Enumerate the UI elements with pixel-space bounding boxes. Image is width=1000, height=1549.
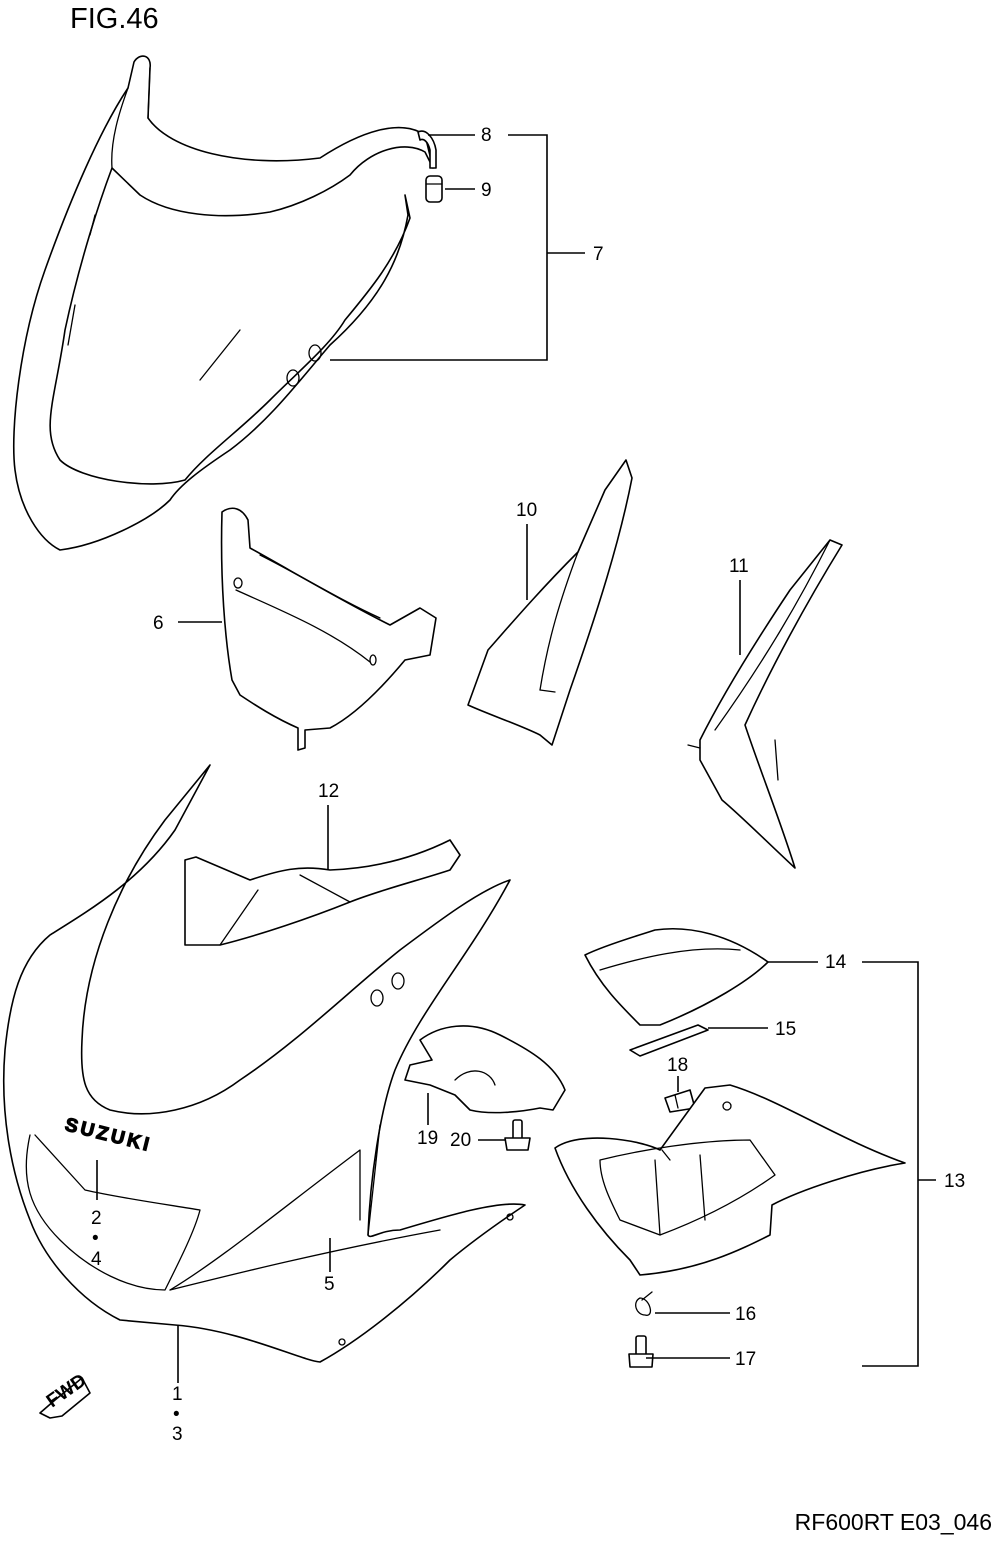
callout-18: 18 (667, 1055, 688, 1076)
part-lower-cowling (554, 1084, 906, 1276)
part-spring-clip (635, 1291, 653, 1316)
part-clip-18 (664, 1089, 696, 1113)
callout-19: 19 (417, 1128, 438, 1149)
callout-12: 12 (318, 781, 339, 802)
figure-title: FIG.46 (70, 3, 159, 35)
callout-4: 4 (91, 1249, 102, 1270)
callout-20: 20 (450, 1130, 471, 1151)
callout-5: 5 (324, 1274, 335, 1295)
callout-13: 13 (944, 1171, 965, 1192)
callout-6: 6 (153, 613, 164, 634)
callout-15: 15 (775, 1019, 796, 1040)
part-seal-strip (629, 1024, 709, 1057)
part-trim-strip (417, 130, 437, 169)
part-panel-right (467, 459, 633, 746)
part-screw-20 (504, 1119, 531, 1151)
part-upper-fairing (2, 764, 526, 1363)
fwd-arrow-icon: FWD (39, 1370, 91, 1419)
callout-7: 7 (593, 244, 604, 265)
part-pocket-lid (584, 927, 769, 1026)
part-windscreen (13, 55, 434, 551)
part-inner-cover (220, 507, 437, 751)
diagram-code: RF600RT E03_046 (794, 1509, 992, 1535)
callout-17: 17 (735, 1349, 756, 1370)
part-bolt-17 (628, 1335, 654, 1368)
callout-14: 14 (825, 952, 847, 973)
part-grommet (425, 175, 443, 203)
callout-8: 8 (481, 125, 492, 146)
callout-labels: 8 9 7 6 10 11 12 14 15 18 13 19 20 16 17… (91, 125, 965, 1445)
callout-16: 16 (735, 1304, 756, 1325)
callout-3: 3 (172, 1424, 183, 1445)
part-bracket (404, 1025, 566, 1114)
part-panel-left (687, 539, 843, 869)
callout-dot-b: • (173, 1404, 180, 1425)
callout-10: 10 (516, 500, 537, 521)
callout-9: 9 (481, 180, 492, 201)
part-inner-upper-cover (184, 839, 461, 946)
callout-2: 2 (91, 1208, 102, 1229)
callout-dot-a: • (92, 1228, 99, 1249)
callout-1: 1 (172, 1384, 183, 1405)
callout-11: 11 (729, 556, 749, 577)
leader-lines (96, 134, 936, 1383)
